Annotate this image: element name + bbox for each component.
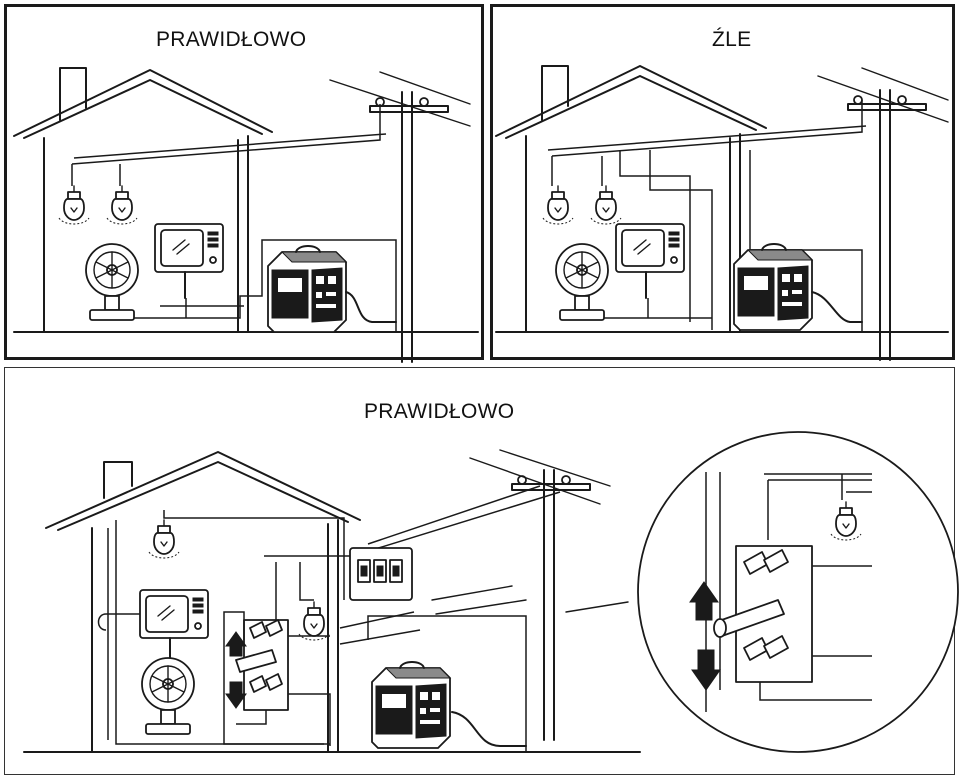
panel-correct-bottom [4,367,955,775]
panel-correct-top [4,4,484,360]
panel-title-correct-bottom: PRAWIDŁOWO [364,400,515,423]
panel-title-correct: PRAWIDŁOWO [156,28,307,51]
panel-wrong-top [490,4,955,360]
panel-title-wrong: ŹLE [712,28,752,51]
